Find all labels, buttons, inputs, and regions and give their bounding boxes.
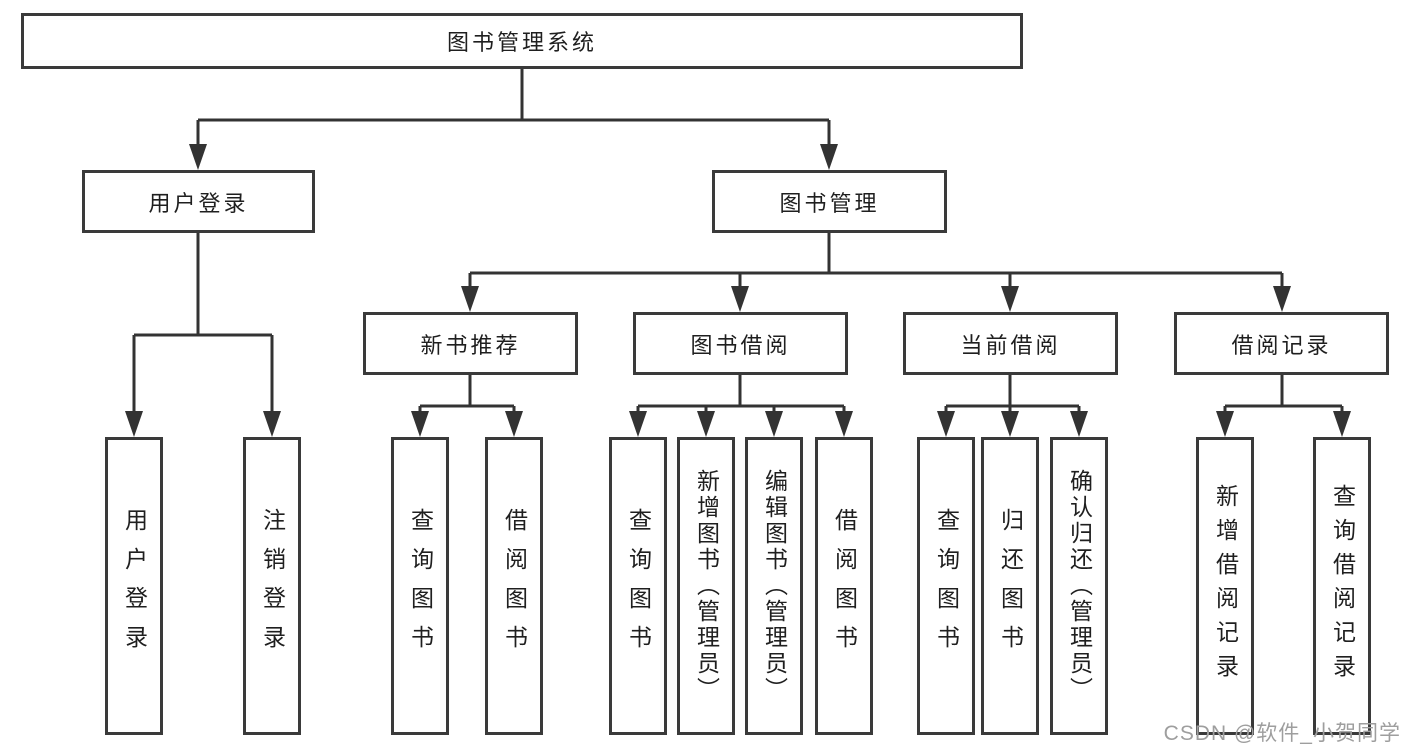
leaf-return-books: 归还图书 xyxy=(981,437,1039,735)
leaf-query-books-current: 查询图书 xyxy=(917,437,975,735)
leaf-label: 新增借阅记录 xyxy=(1212,484,1239,688)
node-new-book-recommend: 新书推荐 xyxy=(363,312,578,375)
node-book-management: 图书管理 xyxy=(712,170,947,233)
leaf-label: 查询借阅记录 xyxy=(1329,484,1356,688)
leaf-label: 借阅图书 xyxy=(831,508,858,664)
leaf-label: 查询图书 xyxy=(933,508,960,664)
leaf-query-books-recommend: 查询图书 xyxy=(391,437,449,735)
node-book-borrowing: 图书借阅 xyxy=(633,312,848,375)
leaf-label: 归还图书 xyxy=(997,508,1024,664)
leaf-query-books-borrowing: 查询图书 xyxy=(609,437,667,735)
leaf-add-borrow-record: 新增借阅记录 xyxy=(1196,437,1254,735)
leaf-logout: 注销登录 xyxy=(243,437,301,735)
leaf-borrow-books-borrowing: 借阅图书 xyxy=(815,437,873,735)
node-user-login: 用户登录 xyxy=(82,170,315,233)
csdn-watermark: CSDN @软件_小贺同学 xyxy=(1163,722,1401,745)
leaf-label: 借阅图书 xyxy=(501,508,528,664)
leaf-label: 确认归还（管理员） xyxy=(1066,469,1093,703)
leaf-query-borrow-record: 查询借阅记录 xyxy=(1313,437,1371,735)
leaf-label: 注销登录 xyxy=(259,508,286,664)
node-current-borrowing: 当前借阅 xyxy=(903,312,1118,375)
leaf-label: 新增图书（管理员） xyxy=(693,469,720,703)
leaf-label: 用户登录 xyxy=(121,508,148,664)
leaf-label: 编辑图书（管理员） xyxy=(761,469,788,703)
node-library-management-system: 图书管理系统 xyxy=(21,13,1023,69)
leaf-confirm-return-admin: 确认归还（管理员） xyxy=(1050,437,1108,735)
leaf-borrow-books-recommend: 借阅图书 xyxy=(485,437,543,735)
leaf-user-login: 用户登录 xyxy=(105,437,163,735)
leaf-label: 查询图书 xyxy=(407,508,434,664)
node-borrowing-records: 借阅记录 xyxy=(1174,312,1389,375)
connector-strokes xyxy=(132,69,1344,414)
leaf-edit-books-admin: 编辑图书（管理员） xyxy=(745,437,803,735)
arrowheads xyxy=(125,144,1351,437)
leaf-add-books-admin: 新增图书（管理员） xyxy=(677,437,735,735)
leaf-label: 查询图书 xyxy=(625,508,652,664)
